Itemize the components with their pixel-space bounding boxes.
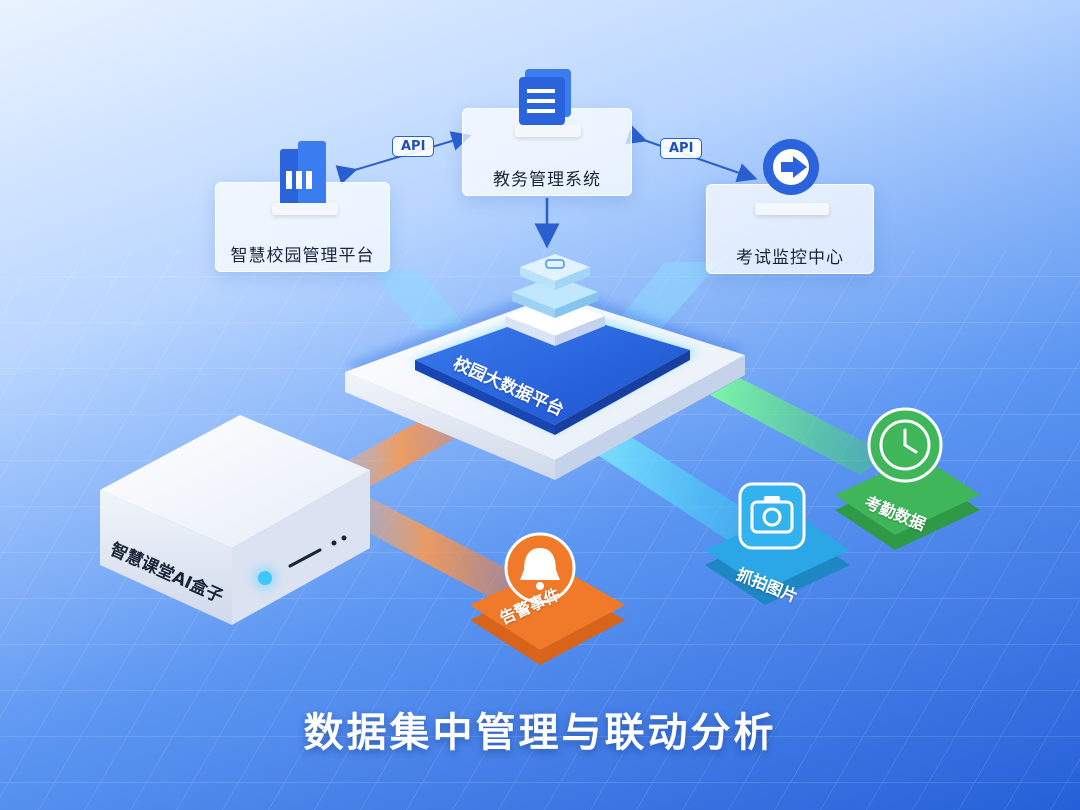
attendance-tile bbox=[835, 407, 980, 550]
exam-monitor-label: 考试监控中心 bbox=[736, 248, 844, 268]
camera-icon bbox=[738, 482, 806, 550]
beam-hub-to-exam bbox=[610, 262, 720, 330]
snapshot-tile bbox=[705, 482, 850, 605]
beam-hub-to-campus bbox=[370, 270, 470, 330]
beam-hub-to-snapshot bbox=[590, 430, 770, 548]
academic-system-card: 教务管理系统 bbox=[462, 69, 632, 196]
ai-classroom-box bbox=[100, 415, 370, 625]
port-slot bbox=[288, 548, 322, 568]
building-icon bbox=[272, 141, 338, 217]
stacked-layers-icon bbox=[505, 254, 605, 346]
page-headline: 数据集中管理与联动分析 bbox=[303, 710, 777, 756]
alert-event-tile bbox=[470, 532, 625, 665]
data-platform-hub bbox=[345, 254, 745, 480]
campus-platform-label: 智慧校园管理平台 bbox=[230, 246, 375, 266]
api-badge-right: API bbox=[660, 138, 703, 159]
exam-monitor-card: 考试监控中心 bbox=[706, 139, 874, 274]
campus-platform-card: 智慧校园管理平台 bbox=[215, 141, 390, 272]
document-stack-icon bbox=[515, 69, 581, 141]
arrow-right-circle-icon bbox=[755, 139, 829, 219]
api-badge-left: API bbox=[392, 136, 435, 157]
academic-system-label: 教务管理系统 bbox=[493, 170, 601, 190]
beam-box-to-alert bbox=[335, 490, 520, 600]
beam-hub-to-attendance bbox=[710, 378, 890, 475]
